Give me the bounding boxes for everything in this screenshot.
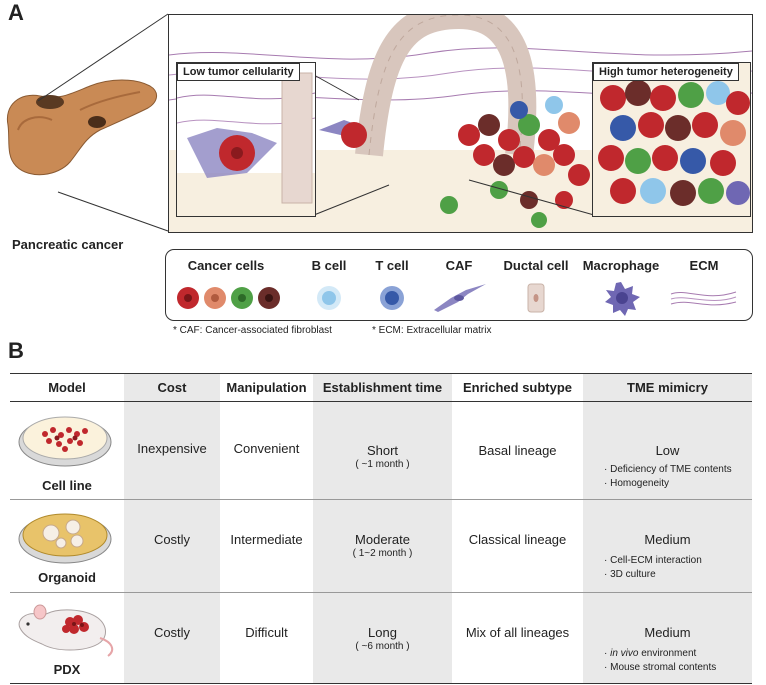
inset-high-heterogeneity: High tumor heterogeneity [592,62,751,217]
subtype-cell-line: Basal lineage [478,443,557,458]
header-establishment-time: Establishment time [322,379,443,395]
time-pdx: Long [368,625,397,640]
header-tme-mimicry: TME mimicry [627,379,708,395]
inset-left-title: Low tumor cellularity [177,63,300,81]
cell-type-legend: Cancer cells B cell T cell CAF Ductal ce… [165,249,753,321]
mimicry-column-shade [583,373,752,684]
header-enriched-subtype: Enriched subtype [462,379,573,395]
subtype-organoid: Classical lineage [468,532,567,547]
time-detail-cell-line: ( ~1 month ) [355,459,410,470]
model-name-pdx: PDX [53,662,81,677]
time-cell-line: Short [366,443,399,458]
model-name-cell-line: Cell line [42,478,92,493]
table-top-rule [10,373,752,374]
pdx-mouse-icon [18,604,114,657]
inset-left-scene [177,72,315,216]
inset-right-scene [593,63,750,216]
legend-label-caf: CAF [445,258,473,273]
time-column-shade [313,373,452,684]
time-organoid: Moderate [355,532,410,547]
ductal-cell-icon [527,283,545,313]
manipulation-pdx: Difficult [245,625,288,640]
legend-label-ductal-cell: Ductal cell [503,258,569,273]
organoid-dish-icon [18,513,112,564]
legend-label-ecm: ECM [689,258,719,273]
bullet-organoid-2: · 3D culture [604,569,656,580]
mimicry-cell-line: Low [655,443,680,458]
panel-b-label: B [8,338,24,363]
organ-caption: Pancreatic cancer [12,237,124,252]
legend-icons [177,282,737,316]
table-header-rule [10,401,752,402]
bullet-organoid-1: · Cell-ECM interaction [604,555,702,566]
footnote-ecm: * ECM: Extracellular matrix [372,325,492,336]
time-detail-organoid: ( 1~2 month ) [352,548,413,559]
manipulation-organoid: Intermediate [230,532,303,547]
zoom-lines [37,13,169,232]
inset-low-cellularity: Low tumor cellularity [176,62,316,217]
cost-cell-line: Inexpensive [137,441,207,456]
legend-label-b-cell: B cell [311,258,347,273]
header-model: Model [48,379,86,395]
cancer-cells-icon [177,287,280,309]
cell-line-dish-icon [18,416,112,467]
pancreas-icon [6,79,157,176]
table-bottom-rule [10,683,752,684]
table-row-divider [10,592,752,593]
model-name-organoid: Organoid [38,570,96,585]
bullet-pdx-1: · in vivo environment [604,648,697,659]
subtype-pdx: Mix of all lineages [465,625,570,640]
manipulation-cell-line: Convenient [233,441,300,456]
bullet-cell-line-1: · Deficiency of TME contents [604,464,732,475]
inset-right-title: High tumor heterogeneity [593,63,739,81]
cost-organoid: Costly [153,532,191,547]
bullet-cell-line-2: · Homogeneity [604,478,670,489]
b-cell-icon [317,286,341,310]
mimicry-organoid: Medium [644,532,691,547]
bullet-pdx-1-italic: in vivo [610,648,639,659]
ecm-icon [670,291,737,306]
macrophage-icon [605,282,640,316]
bullet-pdx-1-rest: environment [641,648,697,659]
bullet-pdx-2: · Mouse stromal contents [604,662,717,673]
header-cost: Cost [157,379,187,395]
time-detail-pdx: ( ~6 month ) [355,641,410,652]
table-row-divider [10,499,752,500]
header-manipulation: Manipulation [226,379,307,395]
t-cell-icon [380,286,404,310]
legend-label-cancer-cells: Cancer cells [187,258,265,273]
cost-column-shade [124,373,220,684]
mimicry-pdx: Medium [644,625,691,640]
legend-label-t-cell: T cell [375,258,409,273]
footnote-caf: * CAF: Cancer-associated fibroblast [173,325,332,336]
cost-pdx: Costly [153,625,191,640]
panel-a-label: A [8,0,24,25]
legend-label-macrophage: Macrophage [582,258,660,273]
caf-icon [434,284,486,312]
